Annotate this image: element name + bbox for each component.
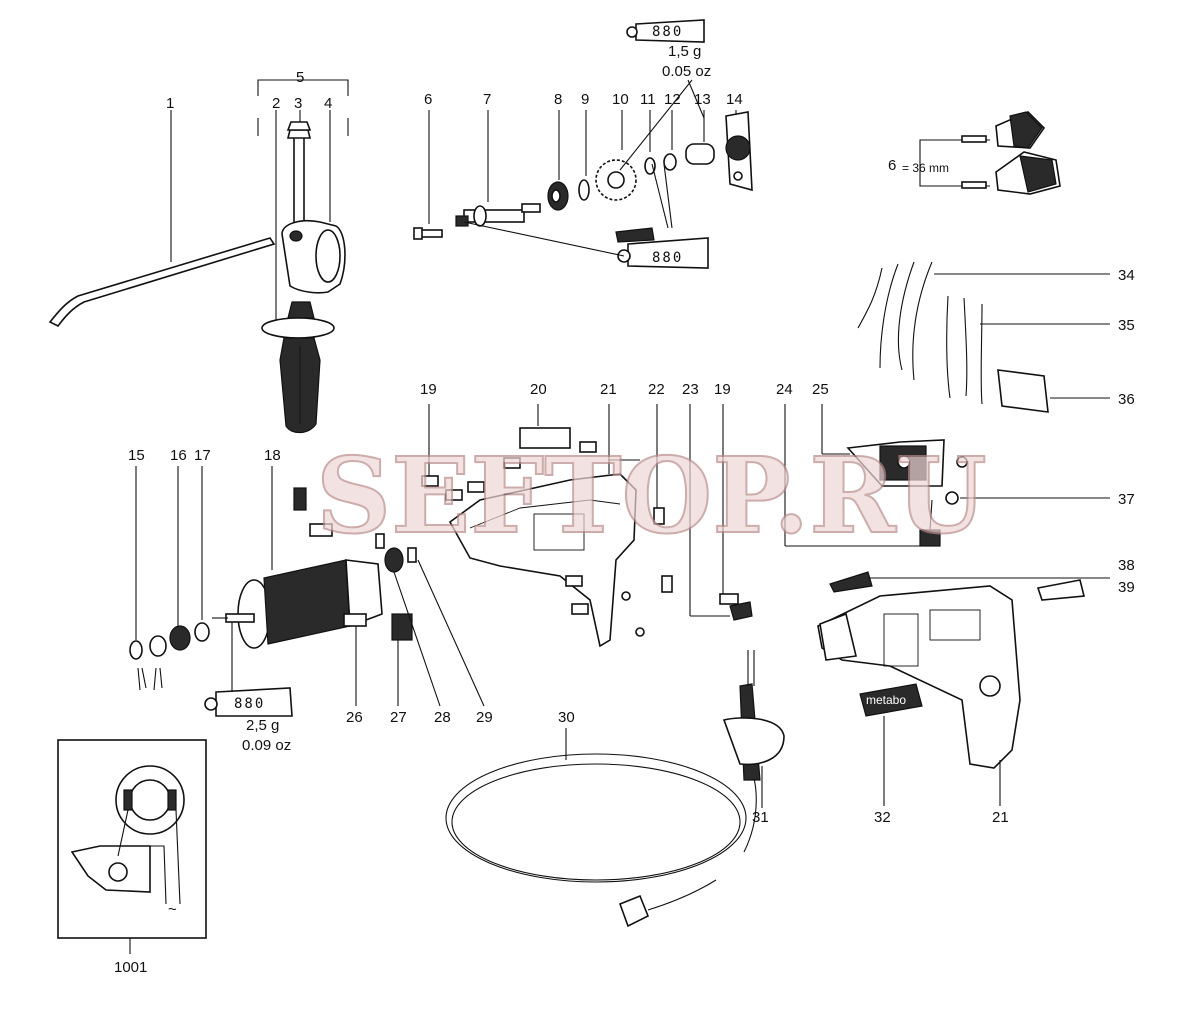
svg-text:6: 6: [888, 157, 896, 174]
label-3: 3: [294, 95, 302, 112]
label-19a: 19: [420, 381, 437, 398]
spindle-7: [455, 110, 541, 227]
label-16: 16: [170, 447, 187, 464]
power-cord-30: [445, 650, 785, 928]
svg-text:2,5 g: 2,5 g: [246, 717, 279, 734]
label-13: 13: [694, 91, 711, 108]
label-34: 34: [1118, 267, 1135, 284]
part-24-37: [784, 404, 1110, 547]
armature-18: [212, 466, 383, 649]
label-29: 29: [476, 709, 493, 726]
wires-34-35: [857, 261, 1110, 405]
label-37: 37: [1118, 491, 1135, 508]
label-12: 12: [664, 91, 681, 108]
label-21a: 21: [600, 381, 617, 398]
label-32: 32: [874, 809, 891, 826]
label-7: 7: [483, 91, 491, 108]
label-35: 35: [1118, 317, 1135, 334]
label-1001: 1001: [114, 959, 147, 976]
label-38: 38: [1118, 557, 1135, 574]
svg-text:metabo: metabo: [866, 693, 906, 707]
label-15: 15: [128, 447, 145, 464]
assembled-drill: metabo: [817, 571, 1110, 806]
label-23: 23: [682, 381, 699, 398]
grease-tube-top: 880 1,5 g 0.05 oz: [619, 19, 711, 171]
label-8: 8: [554, 91, 562, 108]
label-5: 5: [296, 69, 304, 86]
label-36: 36: [1118, 391, 1135, 408]
label-22: 22: [648, 381, 665, 398]
label-31: 31: [752, 809, 769, 826]
grease-tube-middle: 880: [463, 163, 709, 269]
label-14: 14: [726, 91, 743, 108]
gear-set: [547, 110, 753, 211]
label-39: 39: [1118, 579, 1135, 596]
label-18: 18: [264, 447, 281, 464]
label-27: 27: [390, 709, 407, 726]
label-19b: 19: [714, 381, 731, 398]
screws-and-labels: [421, 404, 753, 621]
label-25: 25: [812, 381, 829, 398]
svg-text:880: 880: [652, 24, 683, 40]
housing-half-21: [448, 404, 645, 648]
side-handle-assembly: [257, 79, 349, 434]
label-30: 30: [558, 709, 575, 726]
label-6: 6: [424, 91, 432, 108]
label-2: 2: [272, 95, 280, 112]
svg-text:880: 880: [234, 696, 265, 712]
label-21b: 21: [992, 809, 1009, 826]
part-block-36: [997, 369, 1110, 413]
grease-tube-bottom: 880 2,5 g 0.09 oz: [204, 622, 293, 754]
label-4: 4: [324, 95, 332, 112]
label-28: 28: [434, 709, 451, 726]
label-11: 11: [640, 91, 656, 108]
switch-25: [821, 404, 945, 487]
parts-26-29: [293, 487, 485, 707]
watermark-text: SEFTOP.RU: [316, 434, 987, 557]
label-24: 24: [776, 381, 793, 398]
svg-text:880: 880: [652, 250, 683, 266]
label-9: 9: [581, 91, 589, 108]
svg-text:1,5 g: 1,5 g: [668, 43, 701, 60]
svg-text:0.05 oz: 0.05 oz: [662, 63, 711, 80]
label-20: 20: [530, 381, 547, 398]
svg-text:~: ~: [168, 901, 177, 918]
depth-stop-rod: [48, 110, 276, 328]
label-26: 26: [346, 709, 363, 726]
label-17: 17: [194, 447, 211, 464]
wiring-diagram-1001: ~: [57, 739, 207, 954]
screw-6: [413, 110, 443, 240]
label-10: 10: [612, 91, 629, 108]
label-1: 1: [166, 95, 174, 112]
svg-text:0.09 oz: 0.09 oz: [242, 737, 291, 754]
drill-chucks: 6 = 36 mm: [888, 111, 1061, 195]
washers-15-17: [129, 466, 210, 691]
svg-text:= 36 mm: = 36 mm: [902, 161, 949, 175]
